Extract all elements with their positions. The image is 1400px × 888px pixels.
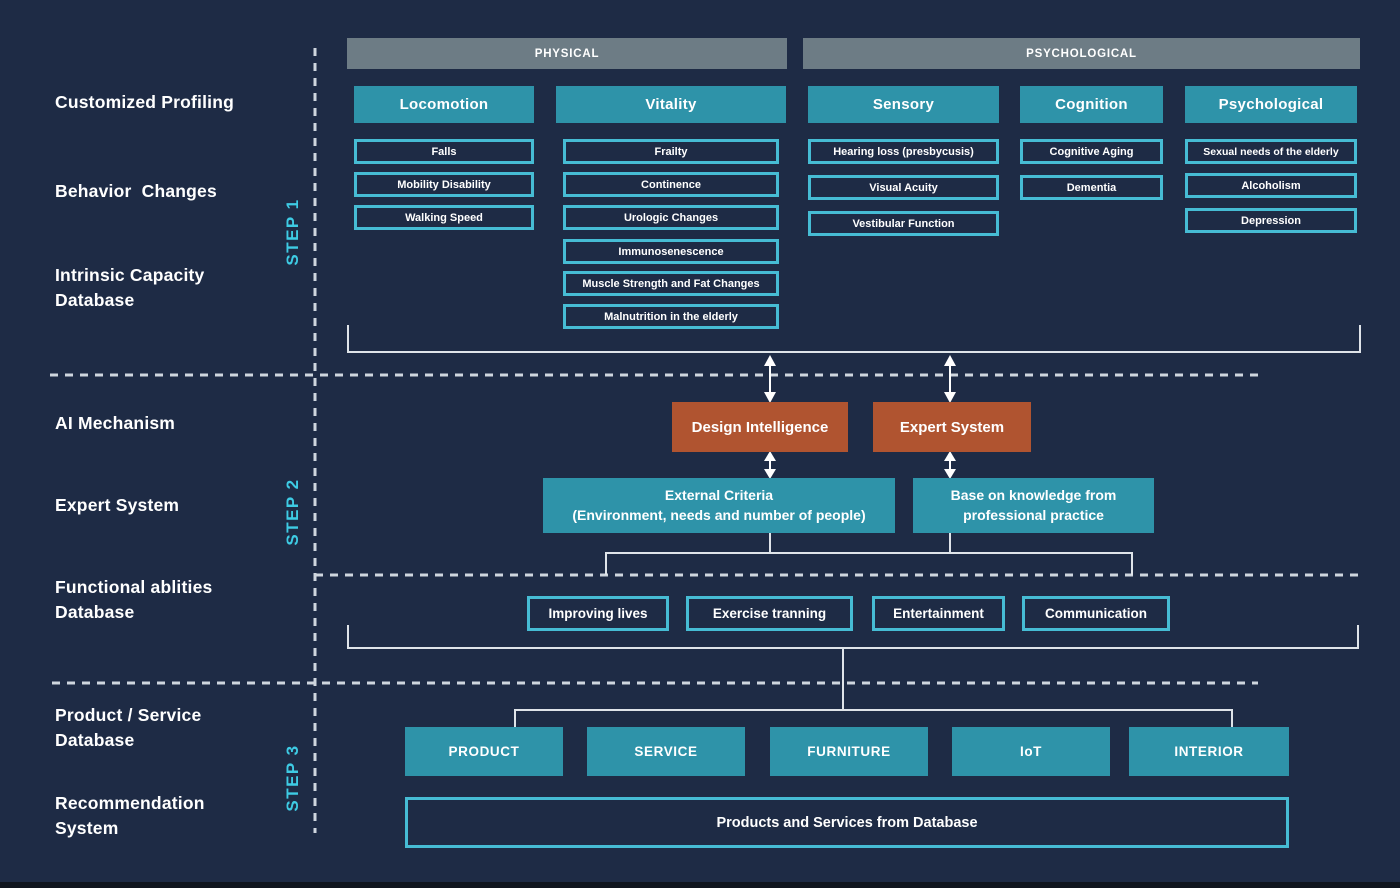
external-criteria-box: External Criteria (Environment, needs an… — [543, 478, 895, 533]
step1-bracket — [347, 325, 1361, 353]
item-muscle-strength-fat-changes: Muscle Strength and Fat Changes — [563, 271, 779, 296]
arrow-up-icon — [944, 355, 956, 366]
label-ai-mechanism: AI Mechanism — [55, 413, 176, 433]
item-visual-acuity: Visual Acuity — [808, 175, 999, 200]
arrow-down-icon — [764, 469, 776, 479]
item-malnutrition-elderly: Malnutrition in the elderly — [563, 304, 779, 329]
item-walking-speed: Walking Speed — [354, 205, 534, 230]
arrow-up-icon — [944, 451, 956, 461]
output-products-services-box: Products and Services from Database — [405, 797, 1289, 848]
group-header-psychological: PSYCHOLOGICAL — [803, 38, 1360, 69]
item-cognitive-aging: Cognitive Aging — [1020, 139, 1163, 164]
item-sexual-needs-elderly: Sexual needs of the elderly — [1185, 139, 1357, 164]
column-header-locomotion: Locomotion — [354, 86, 534, 123]
arrow-down-icon — [944, 392, 956, 403]
expert-system-box: Expert System — [873, 402, 1031, 452]
item-mobility-disability: Mobility Disability — [354, 172, 534, 197]
functional-bracket — [605, 552, 1133, 575]
item-continence: Continence — [563, 172, 779, 197]
group-header-physical: PHYSICAL — [347, 38, 787, 69]
item-dementia: Dementia — [1020, 175, 1163, 200]
step-3-label: STEP 3 — [283, 744, 302, 812]
label-expert-system: Expert System — [55, 495, 180, 515]
column-header-sensory: Sensory — [808, 86, 999, 123]
design-intelligence-box: Design Intelligence — [672, 402, 848, 452]
arrow-down-icon — [944, 469, 956, 479]
functional-entertainment: Entertainment — [872, 596, 1005, 631]
category-iot: IoT — [952, 727, 1110, 776]
category-service: SERVICE — [587, 727, 745, 776]
arrow-down-icon — [764, 392, 776, 403]
label-product-service-database: Product / Service Database — [55, 705, 202, 751]
category-furniture: FURNITURE — [770, 727, 928, 776]
bottom-edge-bar — [0, 882, 1400, 888]
category-product: PRODUCT — [405, 727, 563, 776]
label-functional-abilities-database: Functional ablities Database — [55, 577, 213, 623]
step3-bracket — [514, 709, 1233, 727]
column-header-vitality: Vitality — [556, 86, 786, 123]
label-intrinsic-capacity-database: Intrinsic Capacity Database — [55, 265, 205, 311]
knowledge-base-box: Base on knowledge from professional prac… — [913, 478, 1154, 533]
category-interior: INTERIOR — [1129, 727, 1289, 776]
item-vestibular-function: Vestibular Function — [808, 211, 999, 236]
functional-communication: Communication — [1022, 596, 1170, 631]
functional-exercise-tranning: Exercise tranning — [686, 596, 853, 631]
arrow-up-icon — [764, 355, 776, 366]
item-hearing-loss: Hearing loss (presbycusis) — [808, 139, 999, 164]
item-immunosenescence: Immunosenescence — [563, 239, 779, 264]
item-urologic-changes: Urologic Changes — [563, 205, 779, 230]
item-frailty: Frailty — [563, 139, 779, 164]
step-1-label: STEP 1 — [283, 198, 302, 266]
item-alcoholism: Alcoholism — [1185, 173, 1357, 198]
label-behavior-changes: Behavior Changes — [55, 181, 217, 201]
arrow-up-icon — [764, 451, 776, 461]
column-header-psychological: Psychological — [1185, 86, 1357, 123]
item-depression: Depression — [1185, 208, 1357, 233]
functional-improving-lives: Improving lives — [527, 596, 669, 631]
step2-bracket — [347, 625, 1359, 649]
label-recommendation-system: Recommendation System — [55, 793, 205, 839]
step-2-label: STEP 2 — [283, 478, 302, 546]
column-header-cognition: Cognition — [1020, 86, 1163, 123]
item-falls: Falls — [354, 139, 534, 164]
label-customized-profiling: Customized Profiling — [55, 92, 234, 112]
